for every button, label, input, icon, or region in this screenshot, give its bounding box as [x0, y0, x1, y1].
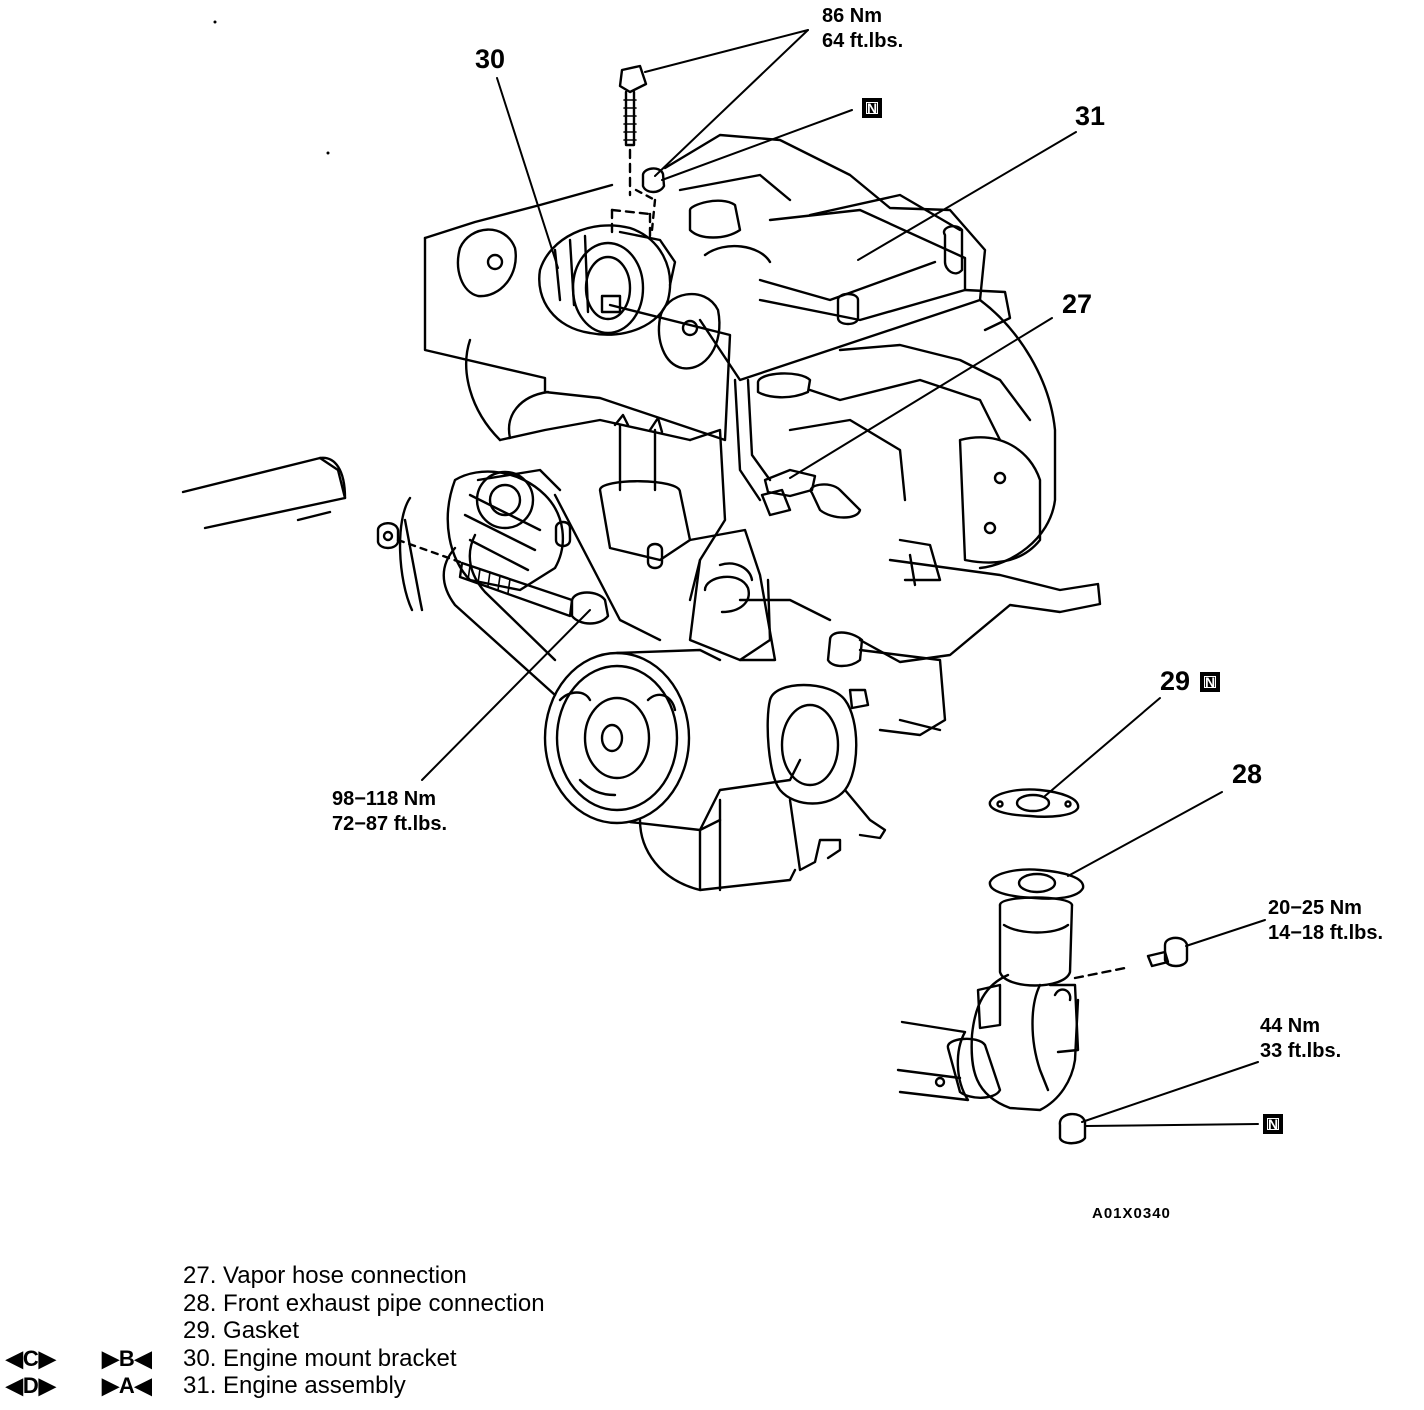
legend-item-text: 31. Engine assembly	[183, 1372, 406, 1399]
leader-n-bottom	[1085, 1123, 1259, 1127]
leader-86nm-nut	[654, 29, 809, 177]
callout-30: 30	[475, 44, 506, 74]
callout-29: 29	[1160, 666, 1191, 696]
torque-pipe-bolt-ft: 14−18 ft.lbs.	[1268, 922, 1384, 944]
new-part-badge-label: N	[1265, 1116, 1281, 1132]
new-part-badge-top: N	[862, 98, 882, 118]
legend-item-text: 30. Engine mount bracket	[183, 1344, 457, 1372]
torque-pipe-bolt-nm: 20−25 Nm	[1268, 897, 1362, 919]
new-part-badge-nut: N	[1263, 1114, 1283, 1134]
torque-pipe-nut-nm: 44 Nm	[1260, 1015, 1321, 1037]
installation-sequence-symbol: ▶B◀	[102, 1345, 152, 1371]
callout-28: 28	[1232, 759, 1263, 789]
leader-31	[857, 131, 1077, 261]
torque-top-bolt-nm: 86 Nm	[822, 5, 883, 27]
figure-code: A01X0340	[1092, 1205, 1171, 1222]
leader-20nm	[1185, 919, 1266, 947]
torque-pipe-nut-ft: 33 ft.lbs.	[1260, 1040, 1342, 1062]
legend-item-text: 27. Vapor hose connection	[183, 1262, 467, 1289]
new-part-badge-label: N	[1202, 674, 1218, 690]
engine-assembly-drawing	[181, 64, 1102, 892]
leader-n-top	[661, 109, 853, 181]
torque-top-bolt-ft: 64 ft.lbs.	[822, 30, 904, 52]
installation-sequence-symbol: ▶A◀	[102, 1373, 152, 1398]
leader-44nm	[1081, 1061, 1259, 1123]
removal-sequence-symbol: ◀D▶	[6, 1373, 56, 1398]
legend-item-text: 28. Front exhaust pipe connection	[183, 1289, 545, 1317]
leader-29	[1044, 697, 1161, 797]
leader-86nm-bolt	[644, 29, 809, 73]
callout-31: 31	[1075, 101, 1106, 131]
leader-30	[496, 77, 559, 269]
gasket-drawing	[988, 788, 1080, 818]
leader-lines	[421, 29, 1266, 1127]
torque-through-bolt-nm: 98−118 Nm	[332, 788, 436, 810]
torque-through-bolt-ft: 72−87 ft.lbs.	[332, 813, 448, 835]
callout-27: 27	[1062, 289, 1093, 319]
new-part-badge-label: N	[864, 100, 880, 116]
legend-item-text: 29. Gasket	[183, 1317, 300, 1344]
new-part-badge-gasket: N	[1200, 672, 1220, 692]
removal-sequence-symbol: ◀C▶	[6, 1345, 56, 1371]
leader-98nm	[421, 609, 591, 781]
leader-27	[789, 317, 1053, 479]
leader-28	[1067, 791, 1223, 877]
front-exhaust-pipe-drawing	[896, 868, 1189, 1145]
